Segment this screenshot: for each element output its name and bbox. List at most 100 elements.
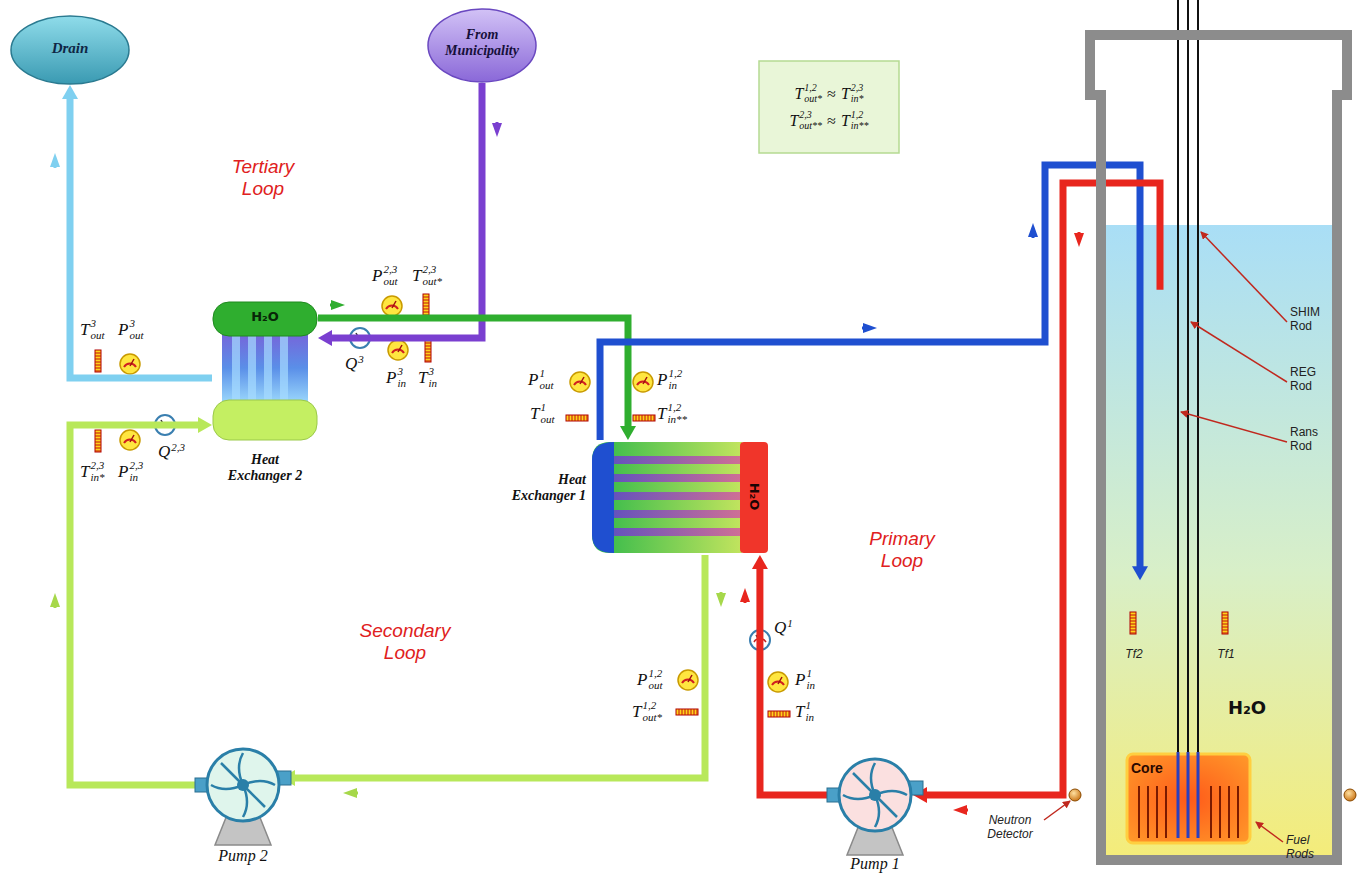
thermometer-tick xyxy=(688,709,689,715)
math-symbol: Q2,3 xyxy=(158,442,185,462)
script-stack: 2,3out xyxy=(383,264,397,287)
pressure-gauge xyxy=(570,372,590,392)
label-box: SHIM Rod xyxy=(1290,306,1330,334)
text-box: H₂O xyxy=(1217,698,1277,719)
flow-arrow-head xyxy=(1028,223,1038,237)
thermometer-tick xyxy=(95,442,101,443)
superscript: 1,2 xyxy=(648,668,662,680)
thermometer-tick xyxy=(95,436,101,437)
gauge-dial xyxy=(570,372,590,392)
subscript: in xyxy=(805,712,814,724)
thermometer-tick xyxy=(1222,633,1228,634)
math-symbol: P1in xyxy=(795,668,815,691)
superscript: 1 xyxy=(806,668,815,680)
thermometer-tick xyxy=(423,309,429,310)
symbol-base: T xyxy=(789,112,798,130)
gauge-needle xyxy=(643,377,647,384)
equation-lines: T1,2out*≈T2,3in*T2,3out**≈T1,2in** xyxy=(758,60,900,154)
equation-box-shape xyxy=(758,60,900,154)
thermometer-tick xyxy=(425,343,431,344)
script-stack: 3out xyxy=(90,318,104,341)
thermometer-tick xyxy=(425,346,431,347)
thermometer-tick xyxy=(1130,633,1136,634)
node-label: Heat Exchanger 2 xyxy=(228,452,302,483)
label-box: Rans Rod xyxy=(1290,426,1330,454)
pressure-gauge xyxy=(120,430,140,450)
math-symbol: T1out xyxy=(530,402,555,425)
superscript: 3 xyxy=(90,318,104,330)
thermometer-tick xyxy=(1130,624,1136,625)
rod-name: Rans Rod xyxy=(1290,425,1318,453)
label-box: Tf1 xyxy=(1210,648,1242,662)
subscript: in xyxy=(397,378,406,390)
pipe-line xyxy=(760,567,837,795)
superscript: 2,3 xyxy=(129,460,143,472)
thermometer-tick xyxy=(569,415,570,421)
thermometer-tick xyxy=(95,365,101,366)
approx-sign: ≈ xyxy=(827,112,836,130)
superscript: 2,3 xyxy=(851,83,864,94)
sensor-label: P2,3in xyxy=(118,460,143,483)
math-symbol: P2,3in xyxy=(118,460,143,483)
symbol-base: T xyxy=(80,462,89,482)
label-box: Fuel Rods xyxy=(1286,834,1328,862)
thermometer-tick xyxy=(771,711,772,717)
thermometer-tick xyxy=(697,709,698,715)
thermometer-tick xyxy=(95,353,101,354)
math-symbol: P2,3out xyxy=(372,264,397,287)
thermometer-tick xyxy=(780,711,781,717)
math-symbol: T2,3out* xyxy=(412,264,442,287)
node-label: Heat Exchanger 1 xyxy=(512,472,586,503)
thermometer-tick xyxy=(691,709,692,715)
fluid-label: H₂O xyxy=(251,309,279,324)
gauge-needle xyxy=(398,345,402,352)
thermometer-tick xyxy=(694,709,695,715)
thermometer-tick xyxy=(581,415,582,421)
superscript: 2,3 xyxy=(90,460,104,472)
math-symbol: T2,3in* xyxy=(841,83,864,104)
flow-arrow-head xyxy=(863,323,877,333)
rod-name: REG Rod xyxy=(1290,365,1316,393)
arrow-head xyxy=(62,85,78,99)
symbol-base: T xyxy=(657,404,666,424)
thermometer-tick xyxy=(685,709,686,715)
thermometer xyxy=(425,340,431,362)
script-stack: 1,2in** xyxy=(851,110,869,131)
text-box: From Municipality xyxy=(435,27,529,59)
superscript: 3 xyxy=(129,318,143,330)
thermometer-body xyxy=(1130,612,1136,634)
thermometer-body xyxy=(425,340,431,362)
script-stack: 3 xyxy=(358,354,364,366)
subscript: in* xyxy=(851,94,864,105)
thermometer xyxy=(1222,612,1228,634)
label-box: Secondary Loop xyxy=(345,620,465,664)
script-stack: 1,2in xyxy=(668,368,682,391)
symbol-base: P xyxy=(372,266,382,286)
thermometer-tick xyxy=(639,415,640,421)
math-symbol: T1,2in** xyxy=(841,110,869,131)
thermometer-tick xyxy=(1130,615,1136,616)
flow-arrow-head xyxy=(492,123,502,137)
symbol-base: P xyxy=(637,670,647,690)
thermometer xyxy=(566,415,588,421)
flow-arrow-head xyxy=(716,593,726,607)
thermometer-tick xyxy=(654,415,655,421)
thermometer-tick xyxy=(642,415,643,421)
reactor-core: Core xyxy=(1125,752,1252,845)
subscript: in xyxy=(806,680,815,692)
thermometer-tick xyxy=(1130,621,1136,622)
node-label: H₂O xyxy=(1228,697,1266,718)
sensor-label: T1in xyxy=(795,700,814,723)
superscript: 1 xyxy=(539,368,553,380)
loop-name: Primary Loop xyxy=(869,528,934,571)
math-symbol: T2,3out** xyxy=(789,110,822,131)
text-box: Pump 1 xyxy=(825,855,925,873)
superscript: 2,3 xyxy=(171,442,185,454)
symbol-base: T xyxy=(632,702,641,722)
pressure-gauge xyxy=(768,672,788,692)
thermometer-tick xyxy=(425,349,431,350)
sensor-label: Q3 xyxy=(345,354,364,374)
math-symbol: T2,3in* xyxy=(80,460,105,483)
